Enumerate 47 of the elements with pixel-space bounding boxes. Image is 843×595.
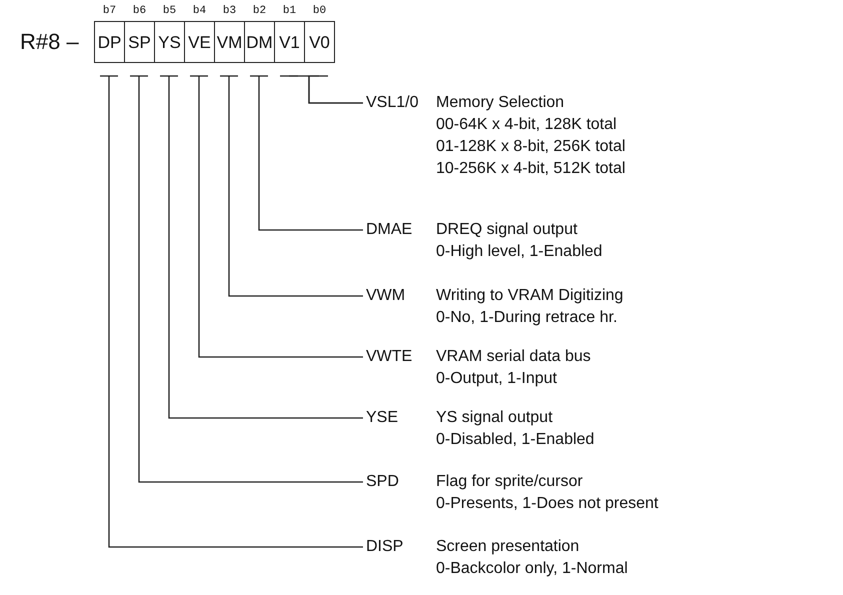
- bit-name: SP: [128, 34, 151, 50]
- field-name: VWM: [366, 286, 406, 306]
- description-line: YS signal output: [436, 408, 554, 428]
- field-name: VWTE: [366, 347, 414, 367]
- description-line: Writing to VRAM Digitizing: [436, 286, 624, 306]
- leader-line: [159, 75, 363, 419]
- description-line: 00-64K x 4-bit, 128K total: [436, 115, 618, 135]
- field-name: SPD: [366, 472, 400, 492]
- leader-line: [308, 75, 363, 104]
- leader-line: [129, 75, 363, 483]
- description-line: 0-No, 1-During retrace hr.: [436, 308, 618, 328]
- description-line: Memory Selection: [436, 93, 566, 113]
- description-line: 10-256K x 4-bit, 512K total: [436, 159, 626, 179]
- leader-line: [189, 75, 363, 358]
- bit-number: b3: [222, 4, 238, 18]
- field-name: YSE: [366, 408, 400, 428]
- bit-number: b6: [132, 4, 148, 18]
- bit-number: b1: [282, 4, 298, 18]
- bit-number: b0: [312, 4, 328, 18]
- description-line: 0-Disabled, 1-Enabled: [436, 430, 594, 450]
- description-line: VRAM serial data bus: [436, 347, 591, 367]
- field-name: DMAE: [366, 220, 414, 240]
- bit-number: b5: [162, 4, 178, 18]
- bit-number: b2: [252, 4, 268, 18]
- bit-name: V1: [279, 34, 300, 50]
- register-name: R#8 –: [20, 28, 79, 56]
- description-line: 0-High level, 1-Enabled: [436, 242, 602, 262]
- bit-name: VE: [188, 34, 211, 50]
- description-line: 0-Backcolor only, 1-Normal: [436, 559, 628, 579]
- description-line: Flag for sprite/cursor: [436, 472, 584, 492]
- bit-name: V0: [309, 34, 330, 50]
- bit-name: VM: [216, 34, 242, 50]
- description-line: 0-Output, 1-Input: [436, 369, 558, 389]
- bit-name: YS: [158, 34, 181, 50]
- description-line: DREQ signal output: [436, 220, 578, 240]
- leader-line: [249, 75, 363, 231]
- bit-name: DM: [246, 34, 273, 50]
- description-line: 01-128K x 8-bit, 256K total: [436, 137, 626, 157]
- bit-number: b7: [102, 4, 118, 18]
- leader-line: [99, 75, 363, 548]
- field-name: VSL1/0: [366, 93, 420, 113]
- field-name: DISP: [366, 537, 404, 557]
- description-line: 0-Presents, 1-Does not present: [436, 494, 658, 514]
- bit-number: b4: [192, 4, 208, 18]
- bit-name: DP: [98, 34, 122, 50]
- leader-line: [219, 75, 363, 297]
- description-line: Screen presentation: [436, 537, 580, 557]
